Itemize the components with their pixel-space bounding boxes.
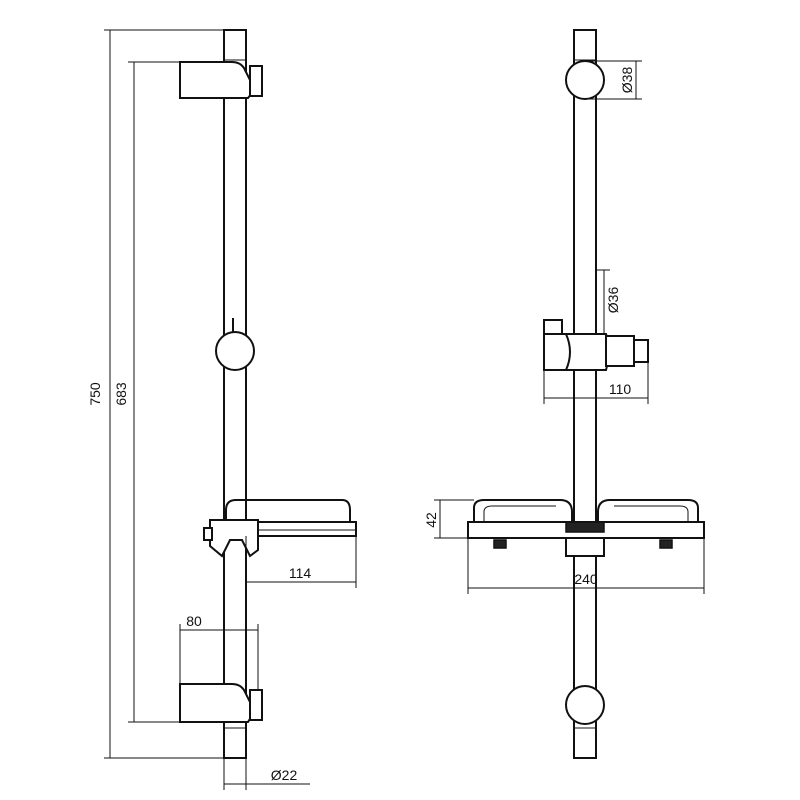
side-soap-dish bbox=[203, 499, 357, 558]
dim-label-42: 42 bbox=[423, 512, 439, 528]
dim-label-750: 750 bbox=[87, 382, 103, 406]
front-slider bbox=[543, 319, 649, 371]
side-view: 750 683 114 80 Ø22 bbox=[87, 29, 357, 790]
bottom-end-cap bbox=[565, 685, 605, 725]
dim-label-683: 683 bbox=[113, 382, 129, 406]
dim-label-80: 80 bbox=[186, 613, 202, 629]
dim-soap-dish-depth: 114 bbox=[245, 536, 357, 588]
dim-label-d22: Ø22 bbox=[271, 767, 298, 783]
top-wall-bracket bbox=[179, 61, 263, 99]
top-end-cap bbox=[565, 60, 605, 100]
dim-label-110: 110 bbox=[609, 381, 632, 397]
slider-knob bbox=[215, 331, 255, 371]
dim-label-d38: Ø38 bbox=[619, 67, 635, 94]
side-rail bbox=[223, 29, 247, 759]
front-soap-dish bbox=[467, 499, 705, 557]
front-rail bbox=[573, 29, 597, 759]
dim-label-240: 240 bbox=[574, 571, 598, 587]
dim-dish-width: 240 bbox=[467, 538, 705, 594]
dim-bracket-spacing: 683 bbox=[113, 61, 180, 723]
dim-label-d36: Ø36 bbox=[605, 287, 621, 314]
front-view: Ø38 Ø36 110 42 240 bbox=[423, 29, 705, 759]
side-slider bbox=[215, 318, 255, 371]
dim-total-height: 750 bbox=[87, 29, 224, 759]
dim-slider-diameter: Ø36 bbox=[596, 269, 621, 334]
bottom-wall-bracket bbox=[179, 683, 263, 723]
dim-slider-width: 110 bbox=[543, 362, 649, 404]
dim-label-114: 114 bbox=[289, 565, 312, 581]
dim-end-cap-diameter: Ø38 bbox=[585, 60, 642, 100]
dim-rail-diameter: Ø22 bbox=[223, 758, 310, 790]
dim-dish-height: 42 bbox=[423, 499, 474, 539]
dim-bracket-depth: 80 bbox=[179, 613, 259, 690]
